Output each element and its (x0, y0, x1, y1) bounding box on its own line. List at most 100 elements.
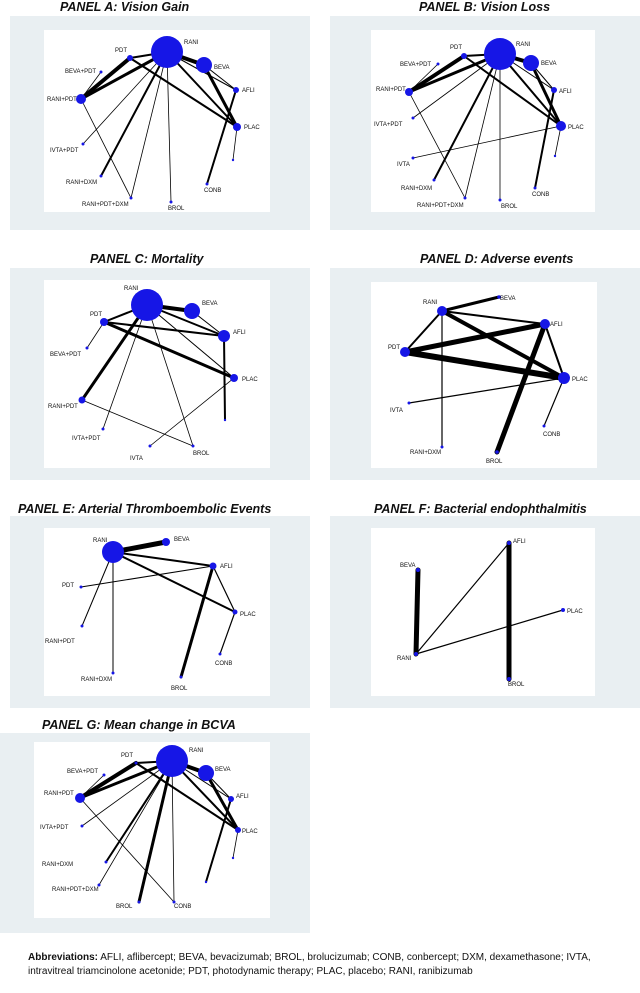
node-plac (235, 827, 241, 833)
node-ivta (411, 156, 415, 160)
edge (529, 61, 563, 128)
abbreviations-text: AFLI, aflibercept; BEVA, bevacizumab; BR… (28, 952, 591, 977)
edge (407, 54, 466, 94)
abbreviations-heading: Abbreviations: (28, 952, 99, 963)
node-beva-pdt (102, 773, 106, 777)
node-label: AFLI (559, 89, 572, 95)
edge (219, 611, 236, 655)
edge (137, 759, 174, 904)
edge (412, 125, 562, 159)
node-label: RANI+DXM (66, 180, 97, 186)
edge (408, 91, 466, 199)
node-label: RANI (423, 300, 438, 306)
edge (81, 399, 194, 447)
node-beva (497, 295, 501, 299)
edge (202, 63, 239, 129)
node-rani (131, 289, 163, 321)
node-ivta-pdt (411, 116, 415, 120)
node-afli (228, 796, 234, 802)
edge (79, 774, 105, 799)
node-label: PDT (90, 312, 102, 318)
node-label: IVTA (390, 408, 403, 414)
node-extra (204, 880, 208, 884)
node-label: PDT (62, 583, 74, 589)
edge (543, 377, 565, 427)
node-rani (102, 541, 124, 563)
edge (129, 57, 238, 128)
node-extra (553, 154, 557, 158)
node-pdt (461, 53, 467, 59)
node-label: PLAC (572, 377, 588, 383)
node-label: BEVA (500, 296, 516, 302)
node-label: BEVA (541, 61, 557, 67)
edge (149, 377, 235, 447)
node-label: RANI (184, 40, 199, 46)
node-rani (156, 745, 188, 777)
node-conb (205, 182, 209, 186)
node-label: IVTA+PDT (40, 825, 69, 831)
panel-title-d: PANEL D: Adverse events (420, 252, 574, 266)
node-extra (231, 856, 235, 860)
edge (554, 125, 562, 157)
node-label: RANI (124, 286, 139, 292)
edge (408, 63, 439, 93)
node-label: CONB (532, 192, 549, 198)
node-label: BEVA+PDT (50, 352, 81, 358)
node-pdt (79, 585, 83, 589)
edge (404, 310, 443, 353)
edge (204, 771, 240, 832)
node-label: RANI+DXM (81, 677, 112, 683)
edge (80, 71, 102, 100)
node-label: CONB (174, 904, 191, 910)
node-pdt (100, 318, 108, 326)
edge (79, 50, 169, 101)
edge (402, 321, 548, 355)
edge (232, 126, 238, 161)
node-brol (169, 200, 173, 204)
node-ivta-pdt (101, 427, 105, 431)
node-label: PLAC (242, 377, 258, 383)
node-rani-pdt (78, 396, 86, 404)
node-rani (151, 36, 183, 68)
node-beva-pdt (99, 70, 103, 74)
node-label: BROL (486, 459, 503, 465)
node-rani-dxm (104, 860, 108, 864)
node-rani-dxm (99, 174, 103, 178)
edge (100, 51, 168, 177)
node-afli (551, 87, 557, 93)
node-ivta (407, 401, 411, 405)
edge (463, 55, 562, 127)
node-pdt (400, 347, 410, 357)
node-rani (414, 652, 418, 656)
abbreviations-footnote: Abbreviations: AFLI, aflibercept; BEVA, … (28, 951, 618, 979)
edge (105, 760, 173, 863)
edge (103, 321, 225, 337)
node-plac (556, 121, 566, 131)
node-label: IVTA+PDT (374, 122, 403, 128)
node-label: BROL (193, 451, 210, 457)
edge (102, 320, 236, 380)
edge (494, 321, 548, 455)
node-conb (533, 186, 537, 190)
node-ivta-pdt (80, 824, 84, 828)
node-label: CONB (215, 661, 232, 667)
node-label: IVTA+PDT (72, 436, 101, 442)
node-label: RANI+PDT (376, 87, 406, 93)
edge (171, 760, 175, 903)
node-label: BEVA+PDT (400, 62, 431, 68)
node-label: AFLI (550, 322, 563, 328)
node-plac (230, 374, 238, 382)
node-beva (416, 568, 420, 572)
edge (78, 759, 174, 800)
node-label: RANI+PDT+DXM (417, 203, 464, 209)
node-label: BEVA+PDT (67, 769, 98, 775)
panel-title-f: PANEL F: Bacterial endophthalmitis (374, 502, 587, 516)
edge (402, 349, 567, 381)
edge (407, 52, 502, 94)
node-label: PLAC (244, 125, 260, 131)
